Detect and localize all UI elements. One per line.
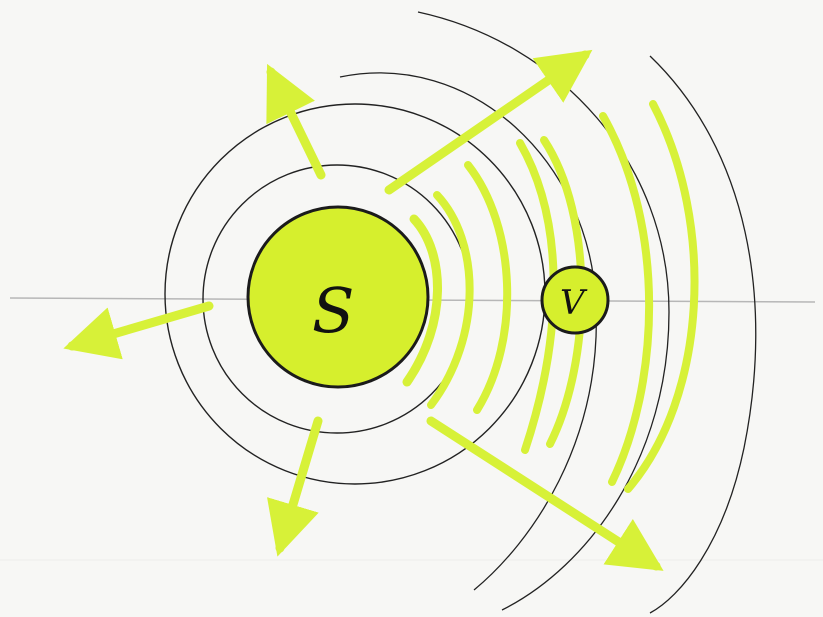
source-label: S [312,274,354,347]
observer-label: V [560,283,588,323]
